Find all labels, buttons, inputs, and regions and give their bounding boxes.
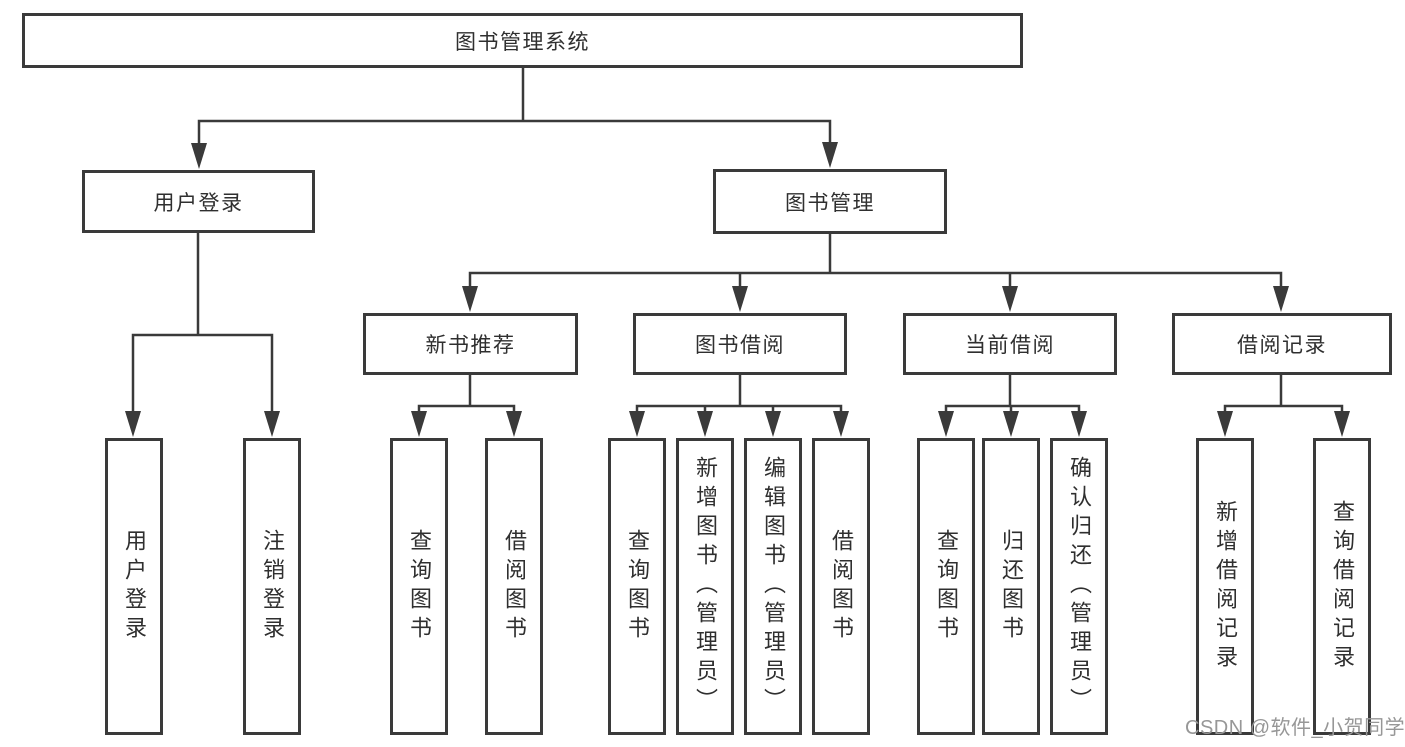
node-label: 借阅记录 xyxy=(1237,334,1327,357)
connector-borrow-records-branch xyxy=(1223,375,1344,414)
connector-user-login-branch xyxy=(131,233,274,414)
connector-book-borrow-branch xyxy=(635,375,843,414)
arrow-borrow-records-node xyxy=(1273,286,1289,312)
arrow-book-borrow-node xyxy=(732,286,748,312)
arrow-leaf-query-record xyxy=(1334,411,1350,437)
arrow-book-mgmt-node xyxy=(822,142,838,168)
arrow-leaf-add-record xyxy=(1217,411,1233,437)
leaf-query-books-1: 查询图书 xyxy=(390,438,448,735)
node-label: 注销登录 xyxy=(260,528,285,645)
leaf-add-book-admin: 新增图书（管理员） xyxy=(676,438,734,735)
node-label: 确认归还（管理员） xyxy=(1067,456,1092,717)
node-label: 查询借阅记录 xyxy=(1330,499,1355,674)
csdn-watermark: CSDN @软件_小贺同学 xyxy=(1185,717,1405,739)
arrow-leaf-logout xyxy=(264,411,280,437)
arrow-leaf-borrow-books-2 xyxy=(833,411,849,437)
node-label: 用户登录 xyxy=(153,191,244,215)
arrow-user-login-node xyxy=(191,143,207,169)
leaf-query-borrow-record: 查询借阅记录 xyxy=(1313,438,1371,735)
node-book-borrow: 图书借阅 xyxy=(633,313,847,375)
node-label: 图书管理 xyxy=(785,191,875,215)
arrowheads xyxy=(125,142,1350,437)
arrow-leaf-borrow-books-1 xyxy=(506,411,522,437)
leaf-user-login: 用户登录 xyxy=(105,438,163,735)
connector-book-mgmt-branch xyxy=(468,271,1283,291)
leaf-edit-book-admin: 编辑图书（管理员） xyxy=(744,438,802,735)
connector-current-borrow-branch xyxy=(944,375,1081,414)
arrow-leaf-user-login xyxy=(125,411,141,437)
node-label: 查询图书 xyxy=(625,528,650,645)
leaf-borrow-books-2: 借阅图书 xyxy=(812,438,870,735)
leaf-return-book: 归还图书 xyxy=(982,438,1040,735)
node-user-login: 用户登录 xyxy=(82,170,315,233)
node-label: 归还图书 xyxy=(999,528,1024,645)
node-label: 借阅图书 xyxy=(502,528,527,645)
node-label: 当前借阅 xyxy=(965,334,1055,357)
node-label: 编辑图书（管理员） xyxy=(761,456,786,717)
node-label: 图书管理系统 xyxy=(455,30,590,54)
node-label: 查询图书 xyxy=(407,528,432,645)
connector-root-branch xyxy=(197,119,832,147)
arrow-leaf-edit-book xyxy=(765,411,781,437)
node-new-book-recommend: 新书推荐 xyxy=(363,313,578,375)
leaf-query-books-3: 查询图书 xyxy=(917,438,975,735)
connector-new-book-branch xyxy=(417,375,516,414)
node-label: 用户登录 xyxy=(122,528,147,645)
arrow-leaf-confirm-return xyxy=(1071,411,1087,437)
node-library-system: 图书管理系统 xyxy=(22,13,1023,68)
node-label: 图书借阅 xyxy=(695,334,785,357)
leaf-borrow-books-1: 借阅图书 xyxy=(485,438,543,735)
node-book-management: 图书管理 xyxy=(713,169,947,234)
node-current-borrow: 当前借阅 xyxy=(903,313,1117,375)
node-label: 新书推荐 xyxy=(425,334,516,357)
arrow-new-book-node xyxy=(462,286,478,312)
node-label: 新增图书（管理员） xyxy=(693,456,718,717)
arrow-leaf-query-books-3 xyxy=(938,411,954,437)
arrow-current-borrow-node xyxy=(1002,286,1018,312)
arrow-leaf-add-book xyxy=(697,411,713,437)
leaf-logout: 注销登录 xyxy=(243,438,301,735)
leaf-add-borrow-record: 新增借阅记录 xyxy=(1196,438,1254,735)
arrow-leaf-query-books-2 xyxy=(629,411,645,437)
arrow-leaf-query-books-1 xyxy=(411,411,427,437)
node-label: 新增借阅记录 xyxy=(1213,499,1238,674)
leaf-confirm-return-admin: 确认归还（管理员） xyxy=(1050,438,1108,735)
node-borrow-records: 借阅记录 xyxy=(1172,313,1392,375)
node-label: 借阅图书 xyxy=(829,528,854,645)
node-label: 查询图书 xyxy=(934,528,959,645)
leaf-query-books-2: 查询图书 xyxy=(608,438,666,735)
arrow-leaf-return-book xyxy=(1003,411,1019,437)
